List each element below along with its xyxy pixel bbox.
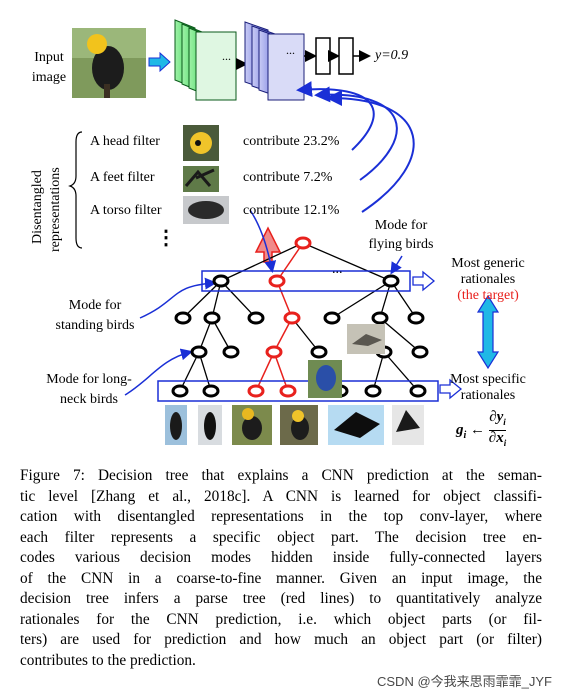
torso-filter-label: A torso filter — [90, 203, 162, 218]
cyan-double-arrow — [476, 294, 500, 370]
caption-line: rationales for the CNN prediction, i.e. … — [20, 610, 542, 628]
specific-outline-arrow — [439, 378, 463, 400]
caption-line: tic level [Zhang et al., 2018c]. A CNN i… — [20, 487, 542, 505]
cyan-forward-arrow — [148, 51, 171, 73]
input-bird-photo — [72, 28, 146, 98]
svg-text:...: ... — [286, 43, 295, 57]
generic-line1: Most generic — [451, 256, 525, 271]
mode-longneck-line1: Mode for long- — [46, 372, 132, 387]
conv-feature-maps-purple: ... — [244, 21, 305, 101]
mode-standing-line1: Mode for — [68, 298, 122, 313]
flying-mode-arrow — [390, 255, 403, 275]
fc-layer-1 — [315, 37, 331, 75]
disentangled-label-line2: representations — [48, 167, 63, 252]
specific-rationale-box — [157, 380, 439, 402]
mode-flying-line2: flying birds — [368, 237, 434, 252]
disentangled-label-line1: Disentangled — [30, 170, 45, 244]
input-label-line1: Input — [34, 50, 64, 65]
formula-lhs: g — [456, 421, 464, 438]
longneck-mode-arrow — [124, 348, 193, 396]
svg-text:...: ... — [222, 49, 231, 63]
head-contribute: contribute 23.2% — [243, 134, 340, 149]
more-filters-ellipsis: ⋮ — [156, 227, 176, 249]
input-label-line2: image — [31, 70, 67, 85]
caption-line: Figure 7: Decision tree that explains a … — [20, 467, 542, 484]
caption-line: codes various decision modes hidden insi… — [20, 549, 542, 566]
caption-line: decision tree infers a parse tree (red l… — [20, 590, 542, 607]
feet-contribute: contribute 7.2% — [243, 170, 333, 185]
curved-arrow-feet — [314, 86, 398, 181]
mode-longneck-line2: neck birds — [60, 392, 118, 407]
torso-contribute: contribute 12.1% — [243, 203, 340, 218]
formula-arrow: ← — [470, 421, 486, 438]
leaf-bird-photos — [165, 405, 424, 445]
fc-layer-2 — [338, 37, 354, 75]
gradient-formula: gi ← ∂yi ∂xi — [456, 410, 507, 451]
specific-line2: rationales — [460, 388, 516, 403]
caption-line: each filter represents a specific object… — [20, 528, 542, 546]
red-up-arrow — [254, 226, 282, 263]
csdn-watermark: CSDN @今我来思雨霏霏_JYF — [377, 674, 552, 689]
flying-bird-photo — [347, 324, 385, 354]
figure-caption: Figure 7: Decision tree that explains a … — [20, 466, 542, 671]
tree-dots: ... — [332, 262, 343, 277]
generic-outline-arrow — [412, 270, 436, 292]
standing-mode-arrow — [139, 277, 217, 319]
head-to-tree-arrow — [249, 209, 277, 273]
caption-line: contributes to the prediction. — [20, 651, 196, 669]
curved-arrow-torso — [326, 90, 415, 213]
caption-line: of the CNN in a coarse-to-fine manner. G… — [20, 569, 542, 587]
feet-filter-thumbnail — [183, 166, 219, 192]
formula-denominator: ∂xi — [488, 430, 507, 449]
generic-line2: rationales — [460, 272, 516, 287]
mode-standing-line2: standing birds — [55, 318, 135, 333]
tree-nodes — [171, 236, 429, 398]
conv-feature-maps-green: ... — [174, 19, 237, 101]
specific-line1: Most specific — [450, 372, 526, 387]
formula-numerator: ∂yi — [488, 410, 507, 431]
head-filter-thumbnail — [183, 125, 219, 161]
caption-line: ters) are used for prediction and how mu… — [20, 631, 542, 648]
torso-filter-thumbnail — [183, 196, 229, 224]
feet-filter-label: A feet filter — [90, 170, 155, 185]
mode-flying-line1: Mode for — [374, 218, 428, 233]
brace — [68, 131, 83, 249]
generic-rationale-box — [201, 270, 411, 292]
formula-lhs-sub: i — [463, 429, 467, 441]
head-filter-label: A head filter — [90, 134, 160, 149]
figure-diagram: ... ... — [68, 19, 500, 445]
generic-target: (the target) — [457, 288, 519, 303]
caption-line: cation with disentangled representations… — [20, 508, 542, 525]
blue-bird-photo — [308, 360, 342, 398]
output-label: y=0.9 — [375, 48, 409, 63]
